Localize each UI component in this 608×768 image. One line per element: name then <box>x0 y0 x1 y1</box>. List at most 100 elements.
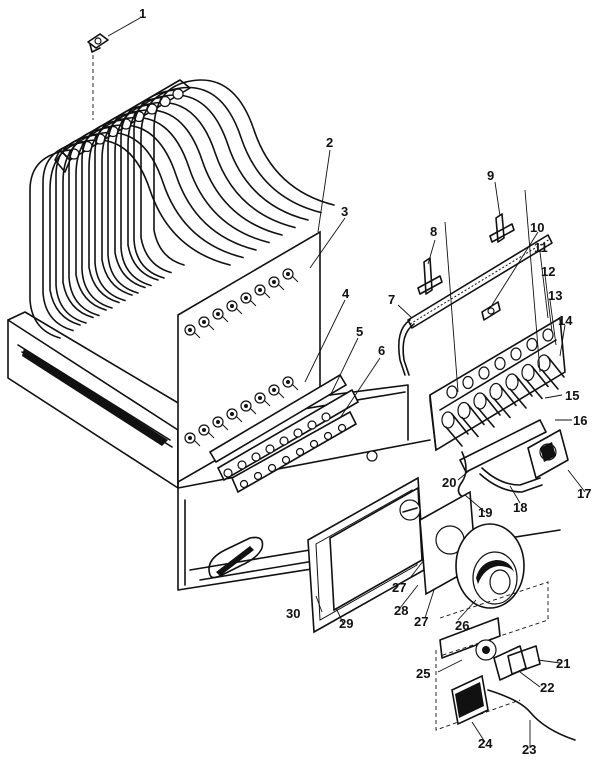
burner-tube <box>473 392 487 410</box>
socket-center <box>272 388 276 392</box>
plate-hole <box>323 431 333 441</box>
burner-port <box>446 385 458 399</box>
burner-tube-body <box>525 365 549 400</box>
callout-2: 2 <box>326 135 333 150</box>
callout-8: 8 <box>430 224 437 239</box>
exchanger-tube-bend <box>185 79 335 206</box>
callout-29: 29 <box>339 616 353 631</box>
exchanger-tube <box>29 141 83 339</box>
burner-tube-body <box>541 356 565 390</box>
burner-tube-body <box>509 375 533 409</box>
callout-11: 11 <box>534 240 548 255</box>
control-board-assembly <box>435 581 576 741</box>
exchanger-tube <box>42 133 96 332</box>
burner-port <box>478 366 490 380</box>
exchanger-tube <box>107 96 161 294</box>
callout-17: 17 <box>577 486 591 501</box>
inducer-assembly <box>307 476 525 634</box>
socket-center <box>286 380 290 384</box>
socket-screw <box>221 423 229 431</box>
gasket-hole <box>223 468 233 478</box>
burner-tube <box>505 373 519 391</box>
exchanger-tube <box>68 118 122 317</box>
socket-center <box>230 412 234 416</box>
exchanger-tube-bend <box>94 131 244 259</box>
socket-center <box>202 428 206 432</box>
socket-center <box>286 272 290 276</box>
callout-13: 13 <box>548 288 562 303</box>
callout-4: 4 <box>342 286 350 301</box>
socket-center <box>202 320 206 324</box>
socket-screw <box>249 407 257 415</box>
plate-hole <box>239 479 249 489</box>
burner-port <box>462 375 474 390</box>
gasket-hole <box>307 420 317 430</box>
socket-center <box>244 404 248 408</box>
callout-25: 25 <box>416 666 430 681</box>
plate-hole <box>267 463 277 473</box>
exchanger-tube <box>55 126 109 324</box>
plate-hole <box>281 455 291 465</box>
callout-6: 6 <box>378 343 385 358</box>
part-callouts: 1 2 3 4 5 6 7 8 9 10 11 12 13 14 15 16 1… <box>139 6 591 757</box>
socket-screw <box>193 331 201 339</box>
socket-screw <box>235 415 243 423</box>
callout-7: 7 <box>388 292 395 307</box>
plate-hole <box>295 447 305 457</box>
burner-port <box>510 347 522 361</box>
gasket-hole <box>279 436 289 446</box>
callout-18: 18 <box>513 500 527 515</box>
socket-center <box>230 304 234 308</box>
callout-16: 16 <box>573 413 587 428</box>
gasket-hole <box>265 444 275 454</box>
exchanger-tube-bend <box>172 86 322 214</box>
socket-screw <box>193 439 201 447</box>
socket-screw <box>207 323 215 331</box>
burner-tube-body <box>461 403 485 438</box>
gasket-hole <box>293 428 303 438</box>
burner-port <box>494 356 506 371</box>
callout-3: 3 <box>341 204 348 219</box>
socket-center <box>258 396 262 400</box>
burner-tube <box>537 354 551 372</box>
heat-exchanger <box>29 79 335 339</box>
callout-24: 24 <box>478 736 493 751</box>
callout-22: 22 <box>540 680 554 695</box>
callout-10: 10 <box>530 220 544 235</box>
exchanger-tube-bend <box>120 116 270 244</box>
socket-screw <box>291 383 299 391</box>
callout-21: 21 <box>556 656 570 671</box>
gasket-plates <box>208 373 360 494</box>
socket-screw <box>277 283 285 291</box>
exchanger-tube-bend <box>159 94 309 221</box>
socket-screw <box>249 299 257 307</box>
callout-20: 20 <box>442 475 456 490</box>
exchanger-tube-bend <box>146 101 296 229</box>
socket-center <box>216 312 220 316</box>
socket-screw <box>235 307 243 315</box>
callout-30: 30 <box>286 606 300 621</box>
callout-27a: 27 <box>392 580 406 595</box>
socket-screw <box>263 399 271 407</box>
plate-hole <box>337 423 347 433</box>
socket-center <box>244 296 248 300</box>
gasket-hole <box>237 460 247 470</box>
plate-hole <box>253 471 263 481</box>
burner-tube-body <box>493 384 517 419</box>
callout-26: 26 <box>455 618 469 633</box>
socket-center <box>188 436 192 440</box>
burner-tube <box>441 411 455 429</box>
exchanger-tube <box>120 88 174 287</box>
burner-tube-body <box>445 413 469 447</box>
gasket-hole <box>321 412 331 422</box>
socket-screw <box>263 291 271 299</box>
exchanger-tube-bend <box>133 109 283 236</box>
callout-27b: 27 <box>414 614 428 629</box>
plate-hole <box>309 439 319 449</box>
exchanger-tube-bend <box>81 139 231 266</box>
exchanger-tube-bend <box>107 124 257 251</box>
socket-screw <box>207 431 215 439</box>
callout-9: 9 <box>487 168 494 183</box>
callout-5: 5 <box>356 324 363 339</box>
